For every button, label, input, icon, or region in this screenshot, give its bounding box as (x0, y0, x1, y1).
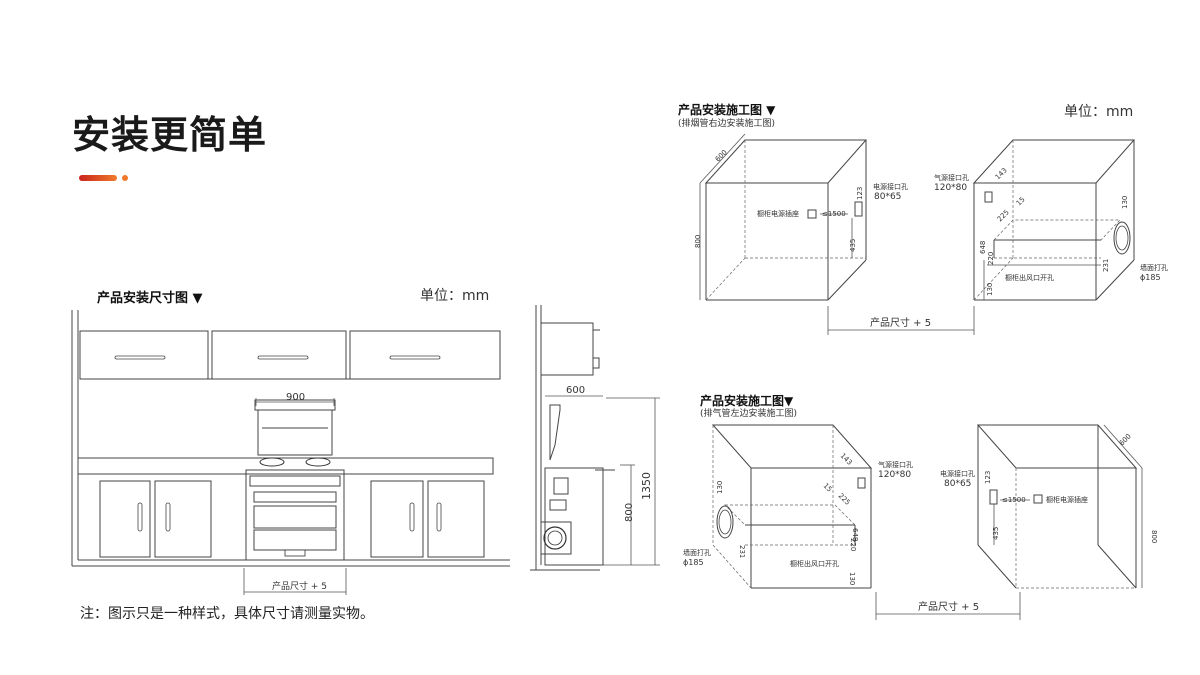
re-dim-130: 130 (986, 283, 994, 296)
le-gas-hole: 气源接口孔 (878, 460, 913, 469)
re-gas-hole: 气源接口孔 (934, 173, 969, 182)
re-vent-hole: 橱柜出风口开孔 (1005, 273, 1054, 282)
right-exhaust-subheading: (排烟管右边安装施工图) (678, 119, 776, 129)
re-dim-220: 220 (987, 252, 995, 265)
re-dim-800: 800 (694, 235, 702, 248)
le-power-hole: 电源接口孔 (940, 469, 975, 478)
left-exhaust-heading: 产品安装施工图▼ (700, 394, 794, 408)
le-dim-le1500: ≤1500 (1002, 496, 1026, 504)
le-wall-hole-size: ϕ185 (683, 558, 704, 567)
le-dim-220: 220 (849, 538, 857, 551)
re-dim-le1500: ≤1500 (822, 210, 846, 218)
dim-depth-600: 600 (566, 385, 585, 396)
re-dim-435: 435 (849, 239, 857, 252)
le-gas-hole-size: 120*80 (878, 470, 911, 480)
le-dim-130: 130 (716, 481, 724, 494)
re-dim-225: 225 (996, 208, 1011, 223)
right-exhaust-unit: 单位：mm (1064, 104, 1134, 120)
le-dim-15: 15 (822, 482, 834, 494)
le-cabinet-socket: 橱柜电源插座 (1046, 495, 1088, 504)
left-exhaust-drawing (711, 424, 1143, 620)
re-dim-648: 648 (979, 241, 987, 254)
right-exhaust-heading: 产品安装施工图 ▼ (678, 103, 776, 117)
title-accent-dot (122, 175, 128, 181)
right-exhaust-drawing (699, 133, 1136, 335)
le-power-hole-size: 80*65 (944, 479, 971, 489)
le-dim-435: 435 (992, 527, 1000, 540)
re-wall-hole: 墙面打孔 (1140, 263, 1168, 272)
re-gas-hole-size: 120*80 (934, 183, 967, 193)
le-vent-hole: 橱柜出风口开孔 (790, 559, 839, 568)
le-dim-143: 143 (839, 452, 854, 467)
dim-product-size-front: 产品尺寸 + 5 (272, 580, 327, 592)
re-product-size: 产品尺寸 + 5 (870, 316, 931, 329)
left-exhaust-subheading: (排气管左边安装施工图) (700, 409, 798, 419)
kitchen-side-view (530, 305, 660, 571)
re-dim-123: 123 (856, 187, 864, 200)
disclaimer-note: 注：图示只是一种样式，具体尺寸请测量实物。 (80, 606, 374, 622)
dim-width-900: 900 (286, 392, 305, 403)
dim-height-800: 800 (624, 503, 635, 522)
re-wall-hole-size: ϕ185 (1140, 273, 1161, 282)
title-accent-bar (79, 175, 117, 181)
size-diagram-heading: 产品安装尺寸图 ▼ (97, 291, 203, 306)
re-dim-143: 143 (994, 166, 1009, 181)
le-dim-231: 231 (738, 545, 746, 558)
re-dim-15: 15 (1015, 195, 1027, 207)
re-dim-600: 600 (714, 148, 729, 163)
page-title: 安装更简单 (72, 113, 268, 157)
le-dim-648: 648 (851, 528, 859, 541)
le-dim-225: 225 (837, 492, 852, 507)
re-power-hole-size: 80*65 (874, 192, 901, 202)
le-product-size: 产品尺寸 + 5 (918, 600, 979, 613)
le-wall-hole: 墙面打孔 (683, 548, 711, 557)
re-dim-130b: 130 (1121, 196, 1129, 209)
le-dim-800: 800 (1150, 530, 1158, 543)
re-dim-231: 231 (1102, 259, 1110, 272)
re-power-hole: 电源接口孔 (873, 182, 908, 191)
le-dim-130b: 130 (848, 572, 856, 585)
re-cabinet-socket: 橱柜电源插座 (757, 209, 799, 218)
le-dim-123: 123 (984, 471, 992, 484)
size-diagram-unit: 单位：mm (420, 288, 490, 304)
kitchen-front-view (71, 310, 510, 595)
dim-height-1350: 1350 (640, 472, 653, 500)
le-dim-600: 600 (1118, 432, 1133, 447)
